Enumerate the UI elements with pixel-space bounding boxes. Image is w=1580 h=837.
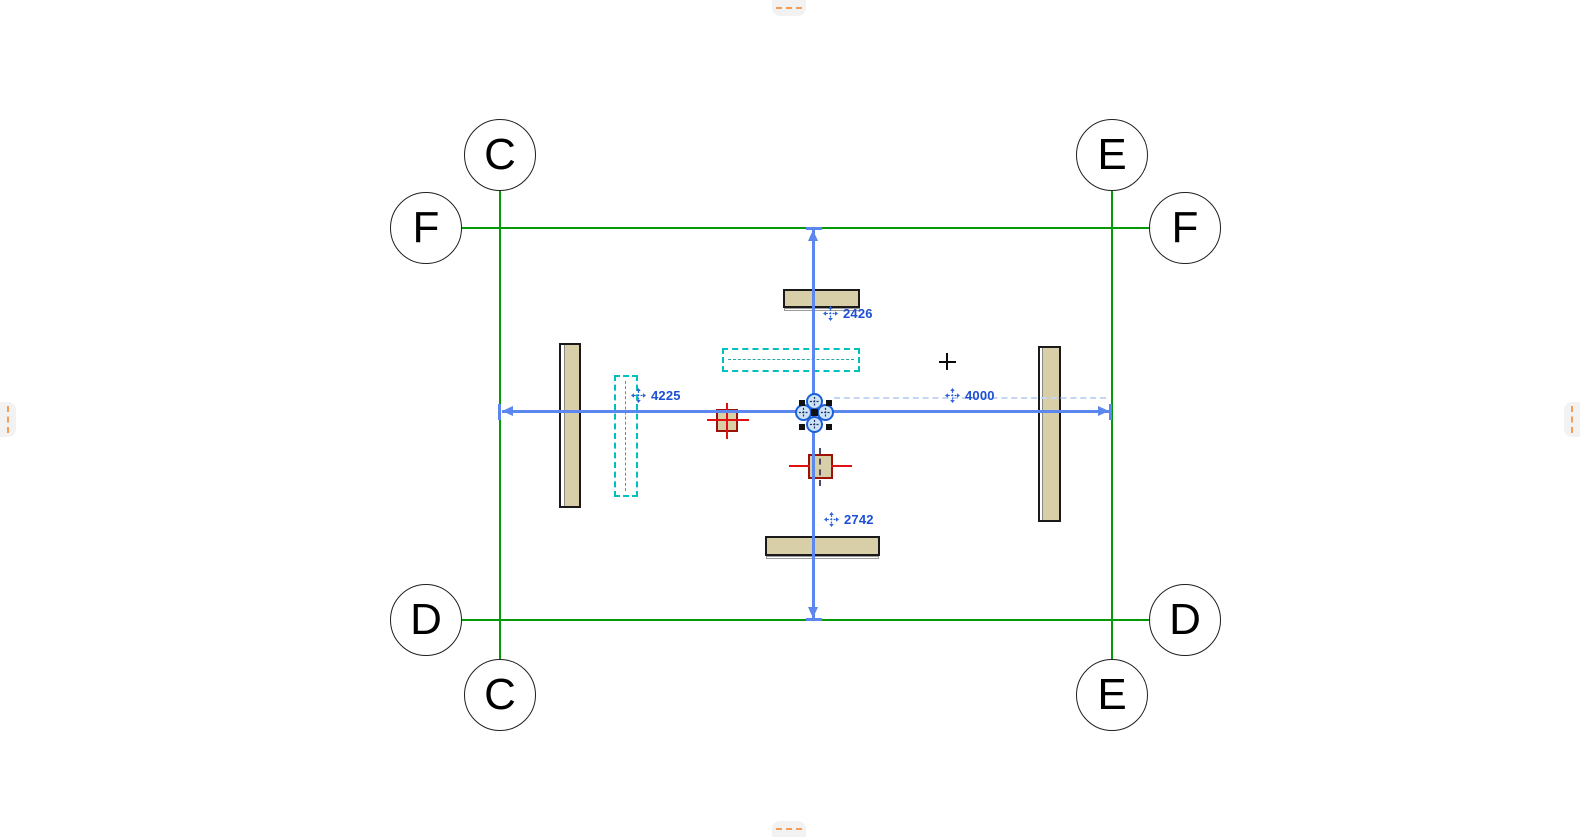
grid-bubble-label: F <box>412 203 440 252</box>
drag-handle-right[interactable] <box>817 404 834 421</box>
move-icon[interactable] <box>945 388 960 403</box>
wall-right[interactable] <box>1038 346 1061 522</box>
grid-bubble-f-left[interactable]: F <box>390 192 462 264</box>
grid-bubble-label: E <box>1097 670 1127 719</box>
wall-right-core <box>1042 348 1059 520</box>
grid-bubble-d-left[interactable]: D <box>390 584 462 656</box>
dimension-tick-right <box>1109 404 1112 420</box>
dimension-tick-bottom <box>806 618 822 621</box>
dimension-value[interactable]: 4225 <box>651 388 681 403</box>
grid-bubble-label: D <box>1169 595 1201 644</box>
column-left-centerline-v <box>726 403 728 439</box>
crop-break-dash <box>776 828 802 830</box>
move-icon[interactable] <box>631 388 646 403</box>
grid-line-e[interactable] <box>1111 191 1113 659</box>
column-bottom-tick-left <box>789 465 810 467</box>
grid-line-f[interactable] <box>462 227 1149 229</box>
wall-bottom[interactable] <box>765 536 880 556</box>
temp-reference-line <box>834 397 1106 399</box>
crosshair-icon <box>809 419 820 430</box>
column-bottom-tick-right <box>831 465 852 467</box>
selection-node-bottom-right[interactable] <box>826 424 832 430</box>
dimension-value[interactable]: 4000 <box>965 388 995 403</box>
dimension-value[interactable]: 2742 <box>844 512 874 527</box>
dimension-label-right[interactable]: 4000 <box>945 388 995 403</box>
drag-handle-bottom[interactable] <box>806 416 823 433</box>
dimension-label-up[interactable]: 2426 <box>823 306 873 321</box>
selection-node-center[interactable] <box>811 409 818 416</box>
grid-line-c[interactable] <box>499 191 501 659</box>
grid-bubble-e-bottom[interactable]: E <box>1076 659 1148 731</box>
grid-bubble-f-right[interactable]: F <box>1149 192 1221 264</box>
dimension-arrow-right <box>1098 406 1109 416</box>
reference-element-vertical[interactable] <box>614 375 638 497</box>
move-icon[interactable] <box>824 512 839 527</box>
dimension-tick-left <box>498 404 501 420</box>
crop-break-dash <box>776 7 802 9</box>
dimension-label-down[interactable]: 2742 <box>824 512 874 527</box>
wall-top-finish-layer <box>784 308 860 311</box>
dimension-arrow-left <box>502 406 513 416</box>
selection-node-bottom-left[interactable] <box>799 424 805 430</box>
crop-break-dash <box>1571 406 1573 433</box>
wall-left[interactable] <box>559 343 581 508</box>
dimension-tick-top <box>806 227 822 230</box>
grid-bubble-label: C <box>484 670 516 719</box>
crop-break-handle-bottom[interactable] <box>772 821 806 837</box>
plus-cursor-icon <box>946 353 948 370</box>
grid-bubble-c-top[interactable]: C <box>464 119 536 191</box>
wall-left-core <box>564 345 579 506</box>
column-left-centerline-h <box>707 419 749 421</box>
grid-bubble-label: D <box>410 595 442 644</box>
crop-break-handle-top[interactable] <box>772 0 806 16</box>
grid-bubble-label: E <box>1097 130 1127 179</box>
dimension-arrow-bottom <box>808 607 818 618</box>
drag-handle-left[interactable] <box>795 404 812 421</box>
crosshair-icon <box>820 407 831 418</box>
reference-element-horizontal[interactable] <box>722 348 860 372</box>
grid-bubble-d-right[interactable]: D <box>1149 584 1221 656</box>
move-icon[interactable] <box>823 306 838 321</box>
dimension-arrow-top <box>808 230 818 241</box>
column-bottom-centerline <box>819 448 821 486</box>
grid-bubble-e-top[interactable]: E <box>1076 119 1148 191</box>
wall-top[interactable] <box>783 289 860 308</box>
crosshair-icon <box>809 396 820 407</box>
grid-bubble-c-bottom[interactable]: C <box>464 659 536 731</box>
reference-centerline-vertical <box>625 381 626 491</box>
grid-line-d[interactable] <box>462 619 1149 621</box>
wall-bottom-finish-layer <box>766 556 879 559</box>
crosshair-icon <box>798 407 809 418</box>
reference-centerline-horizontal <box>728 359 854 360</box>
dimension-value[interactable]: 2426 <box>843 306 873 321</box>
selection-node-top-right[interactable] <box>826 400 832 406</box>
crop-break-handle-right[interactable] <box>1564 402 1580 437</box>
crop-break-handle-left[interactable] <box>0 402 16 437</box>
grid-bubble-label: C <box>484 130 516 179</box>
selection-node-top-left[interactable] <box>799 400 805 406</box>
grid-bubble-label: F <box>1171 203 1199 252</box>
crop-break-dash <box>7 406 9 433</box>
dimension-label-left[interactable]: 4225 <box>631 388 681 403</box>
